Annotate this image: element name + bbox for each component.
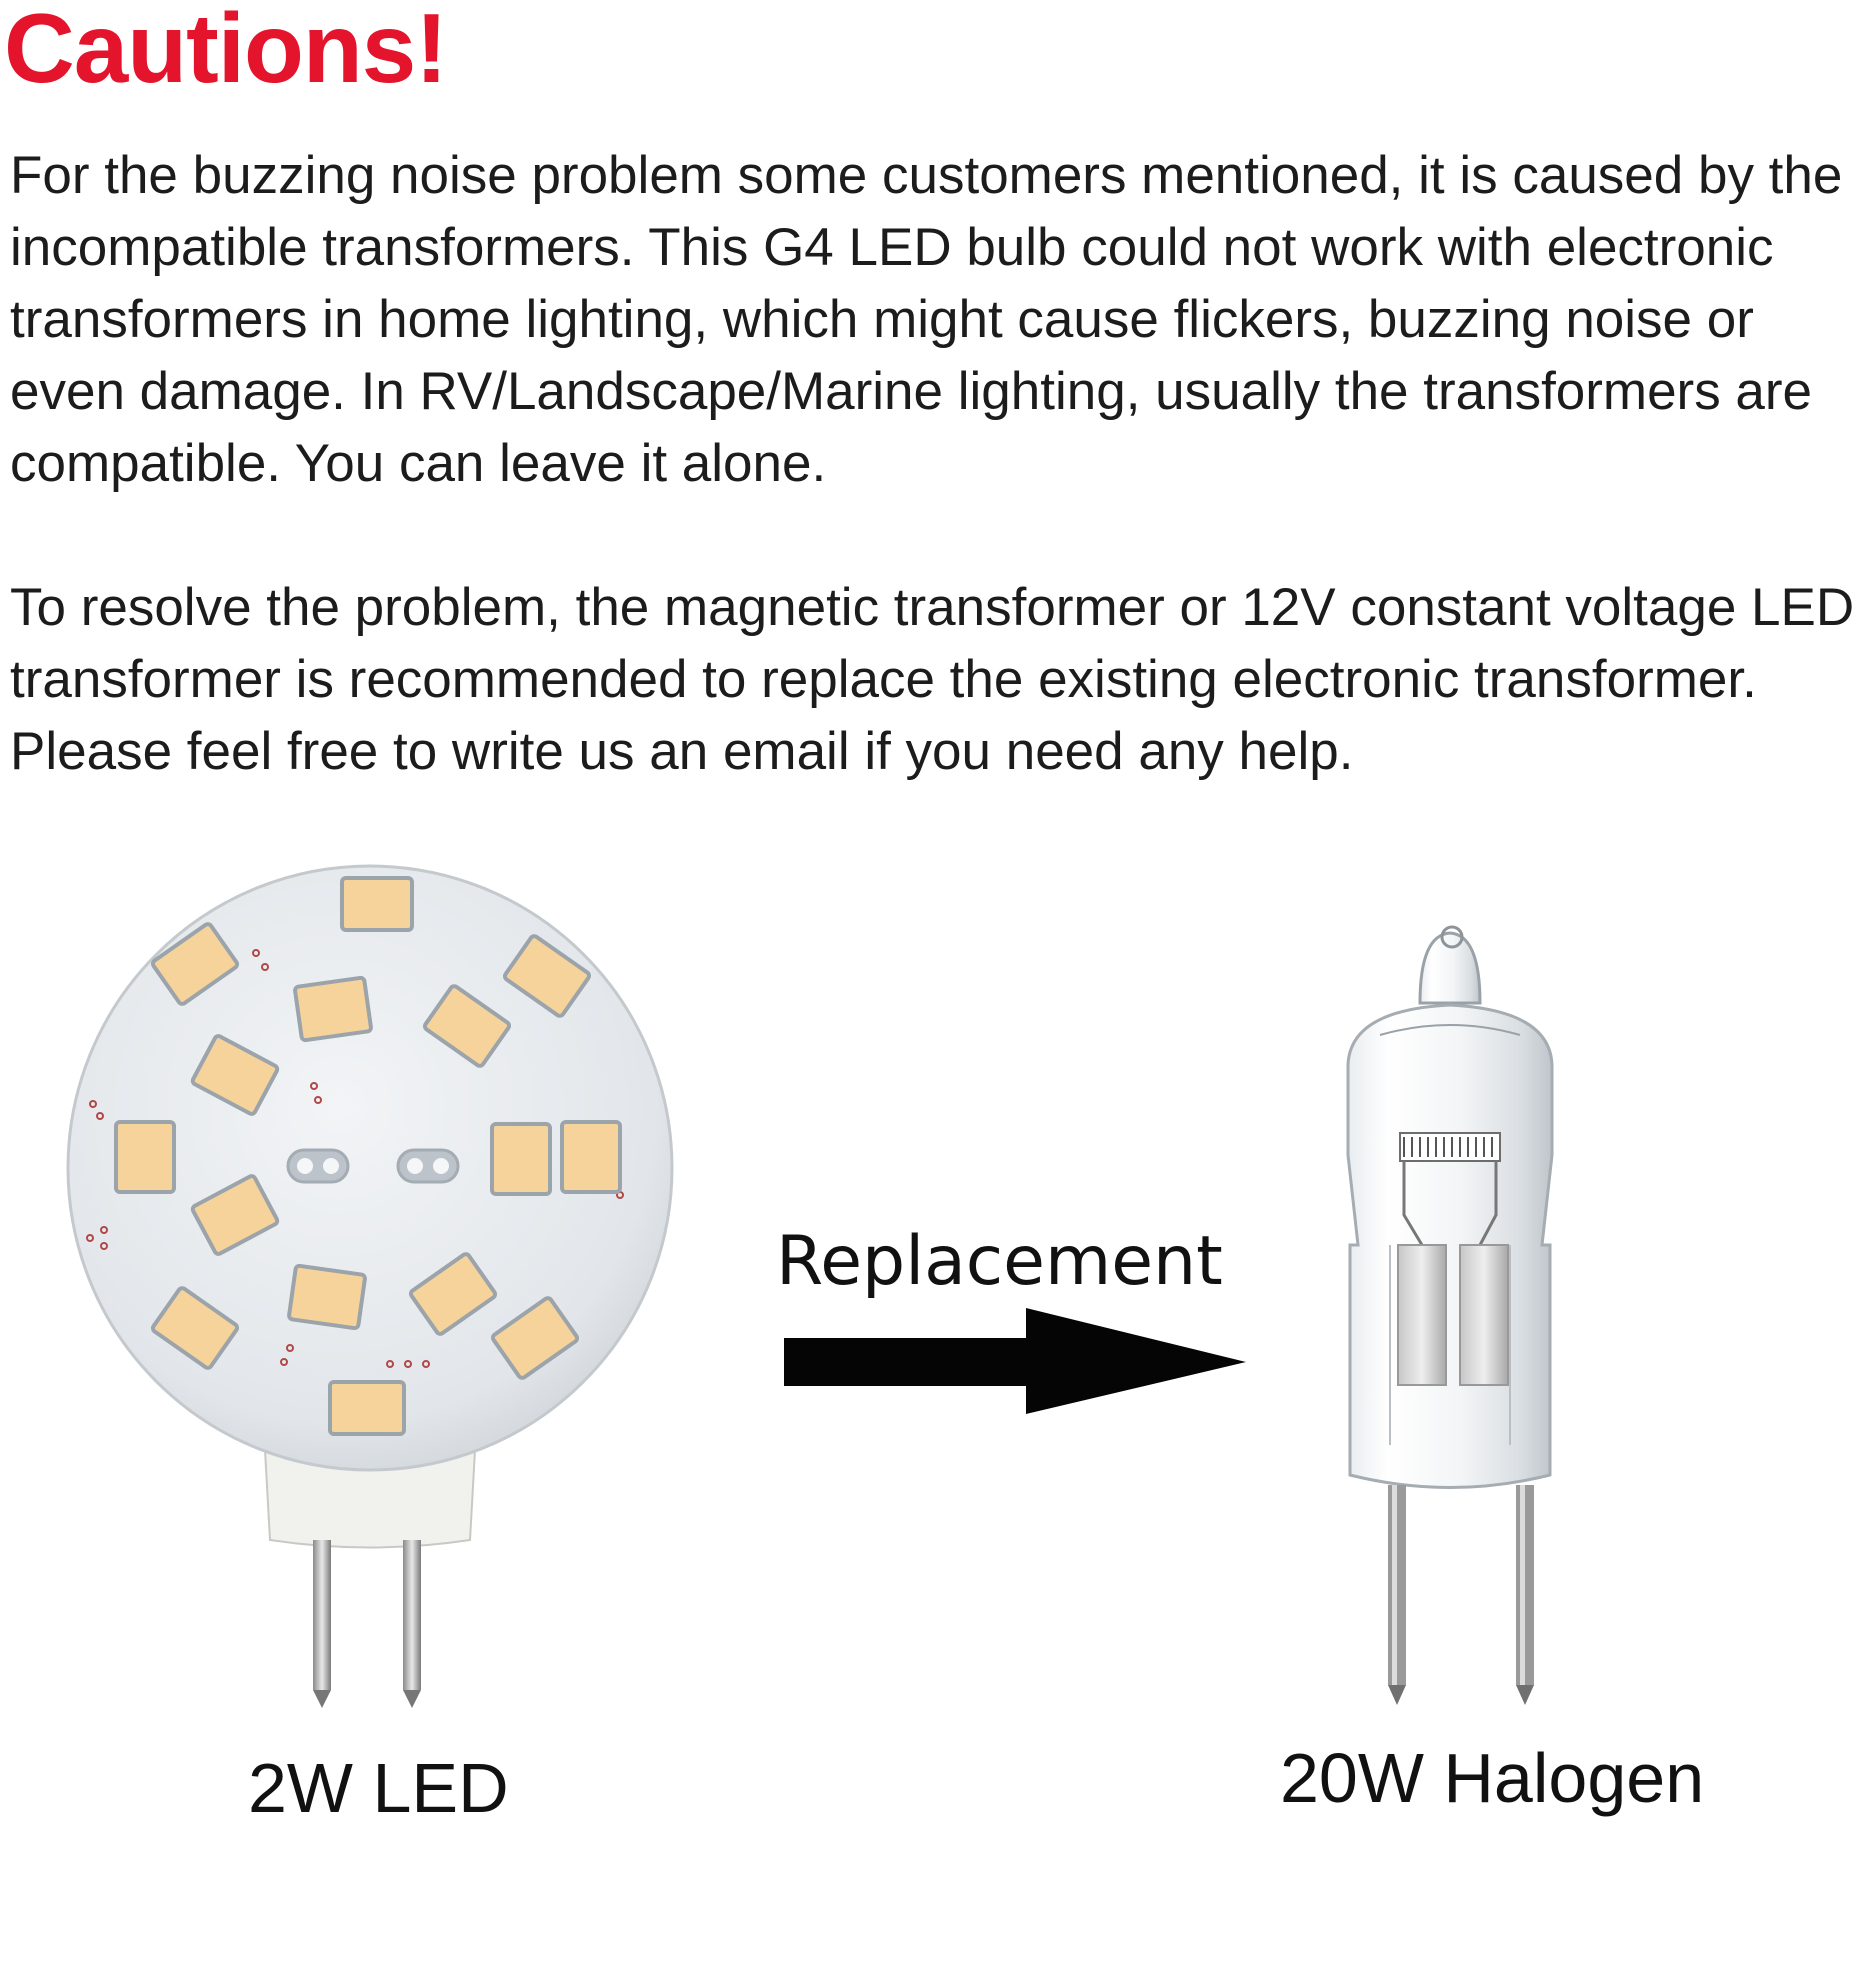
halogen-bulb-image	[1346, 925, 1554, 1705]
led-chips	[114, 876, 622, 1436]
paragraph-buzzing-noise: For the buzzing noise problem some custo…	[10, 146, 1843, 493]
led-bulb-image	[66, 864, 674, 1708]
arrow-right-icon	[784, 1308, 1246, 1414]
paragraph-resolution: To resolve the problem, the magnetic tra…	[10, 578, 1855, 781]
led-pin-left	[313, 1540, 331, 1690]
led-pin-right	[403, 1540, 421, 1690]
led-caption: 2W LED	[248, 1749, 509, 1827]
replacement-label: Replacement	[776, 1222, 1223, 1301]
page-title: Cautions!	[4, 0, 448, 103]
halogen-caption: 20W Halogen	[1280, 1739, 1705, 1817]
